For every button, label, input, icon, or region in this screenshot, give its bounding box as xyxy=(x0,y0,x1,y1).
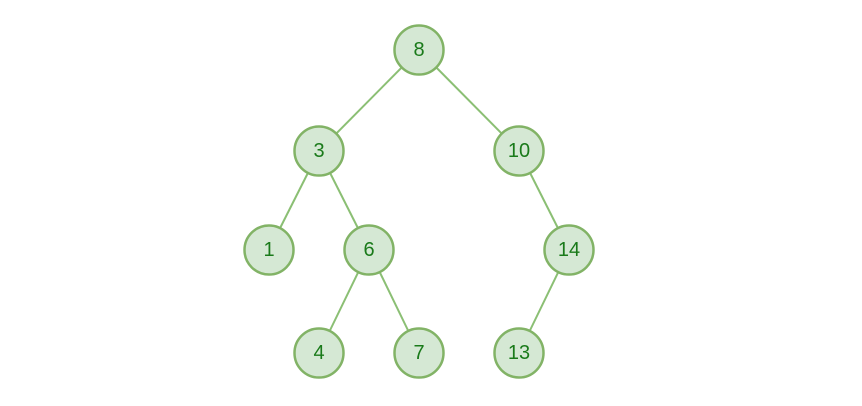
node-label: 8 xyxy=(413,39,424,61)
tree-node: 1 xyxy=(243,224,295,276)
tree-node: 8 xyxy=(393,24,445,76)
tree-node: 6 xyxy=(343,224,395,276)
tree-node: 4 xyxy=(293,327,345,379)
node-circle xyxy=(243,224,295,276)
node-label: 6 xyxy=(363,239,374,261)
tree-node: 13 xyxy=(493,327,545,379)
node-circle xyxy=(393,327,445,379)
tree-node: 14 xyxy=(543,224,595,276)
node-label: 13 xyxy=(508,342,530,364)
nodes: 8 3 10 1 6 14 4 7 xyxy=(243,24,595,379)
node-label: 1 xyxy=(263,239,274,261)
node-circle xyxy=(293,125,345,177)
node-label: 7 xyxy=(413,342,424,364)
edges xyxy=(268,49,570,354)
node-circle xyxy=(493,327,545,379)
node-label: 14 xyxy=(558,239,580,261)
node-circle xyxy=(393,24,445,76)
node-circle xyxy=(293,327,345,379)
node-label: 4 xyxy=(313,342,324,364)
node-label: 3 xyxy=(313,140,324,162)
node-circle xyxy=(543,224,595,276)
node-circle xyxy=(343,224,395,276)
tree-node: 10 xyxy=(493,125,545,177)
node-label: 10 xyxy=(508,140,530,162)
tree-node: 3 xyxy=(293,125,345,177)
tree-node: 7 xyxy=(393,327,445,379)
node-circle xyxy=(493,125,545,177)
